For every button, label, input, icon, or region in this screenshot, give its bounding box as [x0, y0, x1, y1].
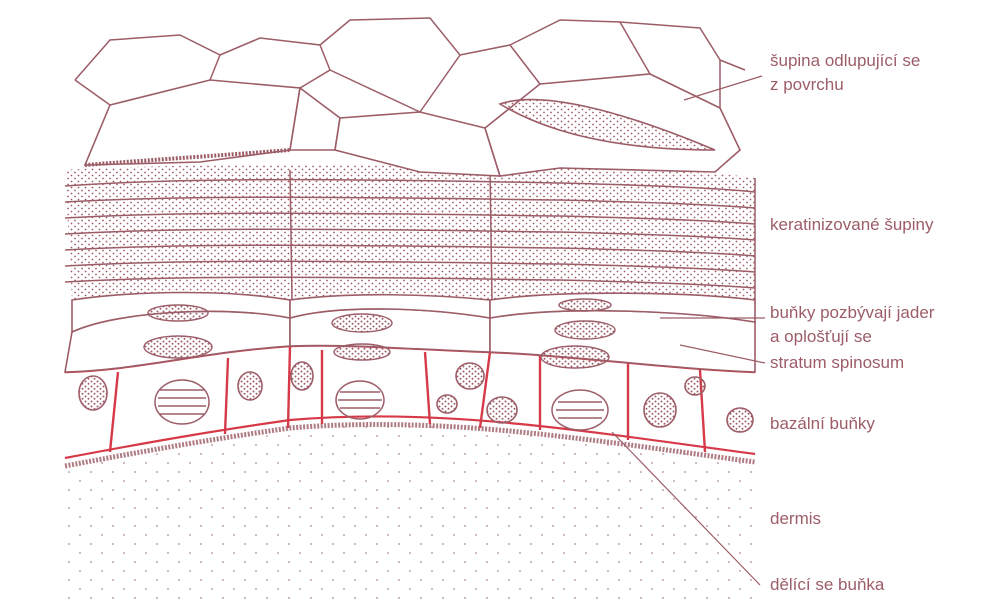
label-dermis: dermis: [770, 508, 821, 530]
label-denucleating-line2: a oplošťují se: [770, 326, 872, 348]
dermis: [65, 425, 755, 600]
label-shedding-scale-line2: z povrchu: [770, 74, 844, 96]
basal-nuclei: [79, 362, 753, 432]
spinous-layer: [65, 293, 755, 373]
label-keratinized-scales: keratinizované šupiny: [770, 214, 933, 236]
label-basal-cells: bazální buňky: [770, 413, 875, 435]
label-dividing-cell: dělící se buňka: [770, 574, 884, 596]
label-shedding-scale-line1: šupina odlupující se: [770, 50, 920, 72]
label-denucleating-line1: buňky pozbývají jader: [770, 302, 934, 324]
label-stratum-spinosum: stratum spinosum: [770, 352, 904, 374]
